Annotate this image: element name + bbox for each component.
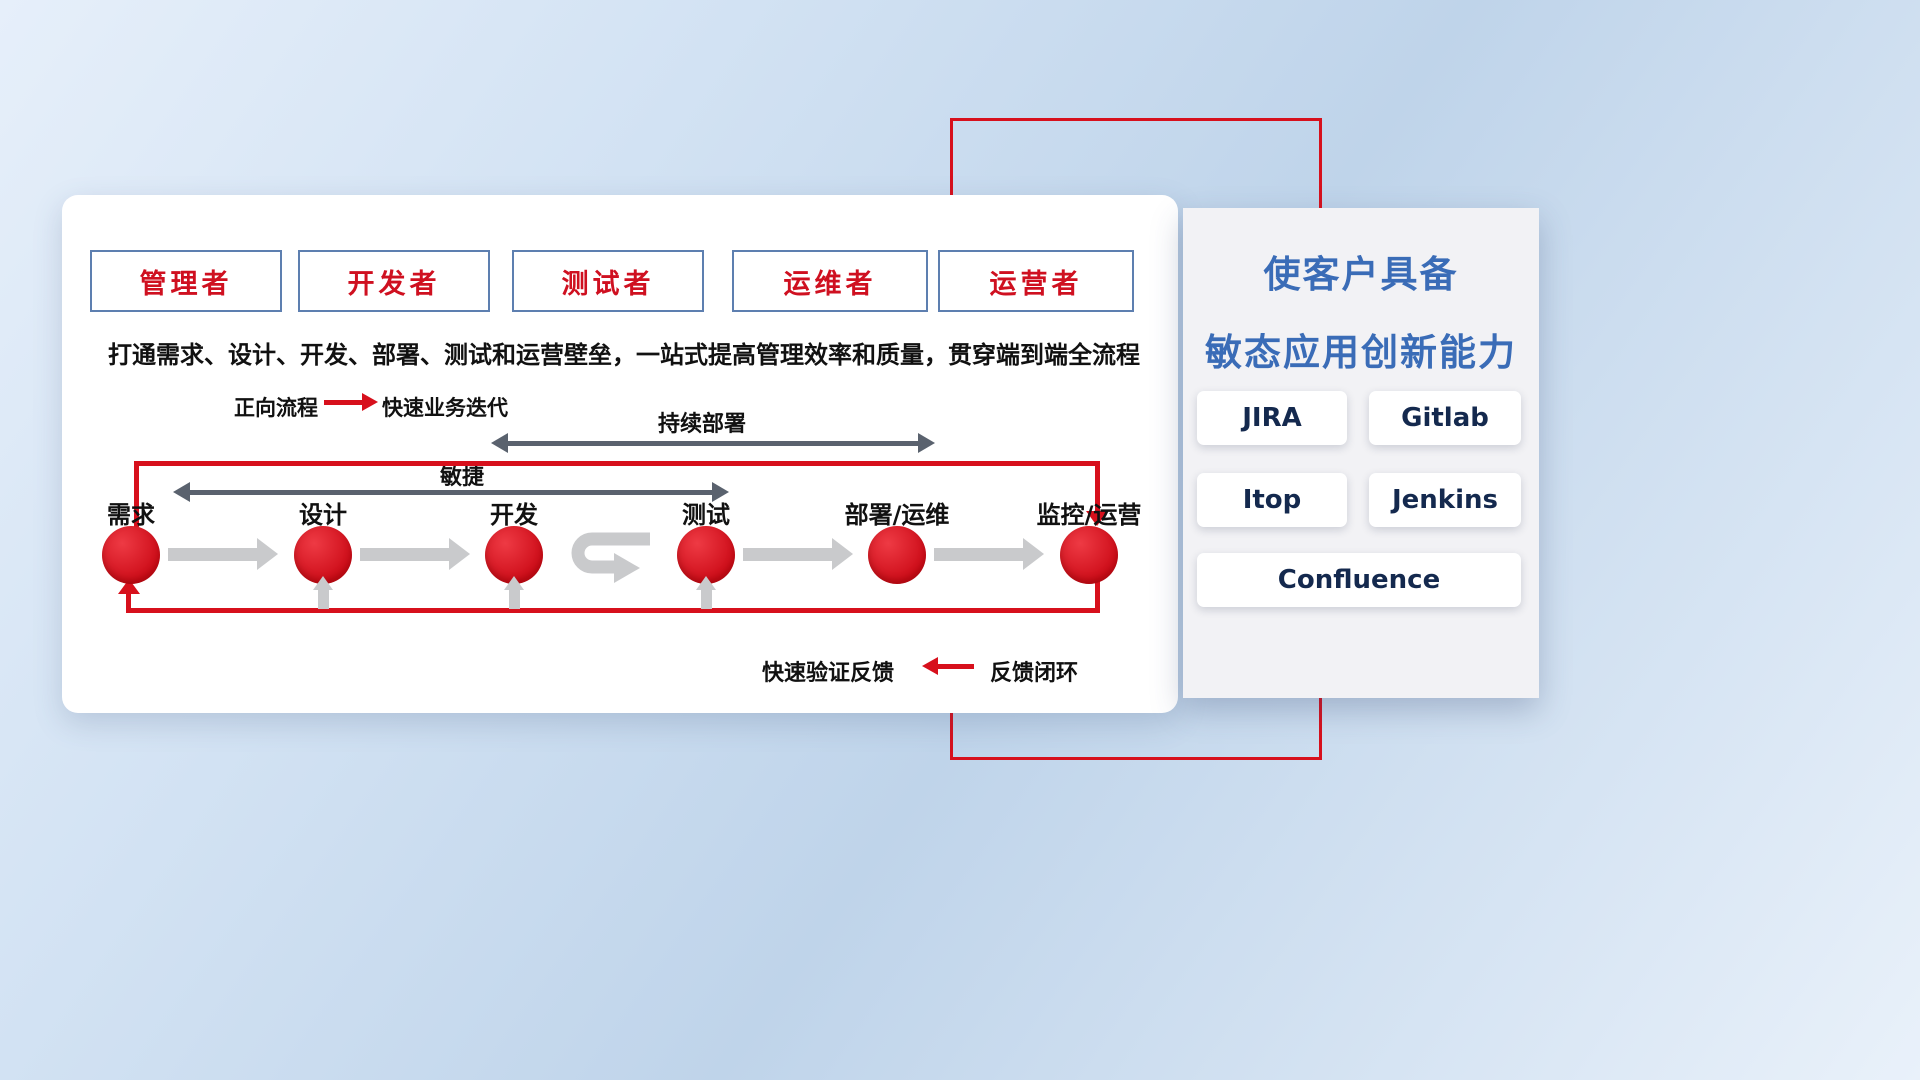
role-box-ops: 运维者 xyxy=(732,250,928,312)
role-box-operator: 运营者 xyxy=(938,250,1134,312)
forward-arrow-icon xyxy=(324,393,378,411)
node-circle-design xyxy=(294,526,352,584)
node-circle-deploy-ops xyxy=(868,526,926,584)
side-panel-title-line2: 敏态应用创新能力 xyxy=(1205,331,1517,374)
node-circle-develop xyxy=(485,526,543,584)
loop-top-line xyxy=(134,461,1100,466)
subtitle: 打通需求、设计、开发、部署、测试和运营壁垒，一站式提高管理效率和质量，贯穿端到端… xyxy=(108,341,1140,369)
span-agile-label: 敏捷 xyxy=(439,465,484,490)
loop-right-drop-line xyxy=(1095,581,1100,611)
legend-forward-desc: 快速业务迭代 xyxy=(382,396,508,420)
tool-button-itop: Itop xyxy=(1197,473,1347,527)
tool-button-gitlab: Gitlab xyxy=(1369,391,1521,445)
side-panel: 使客户具备 敏态应用创新能力 JIRA Gitlab Itop Jenkins … xyxy=(1183,208,1539,698)
iterate-loop-icon xyxy=(571,532,650,583)
loop-bottom-line xyxy=(126,608,1100,613)
role-label: 测试者 xyxy=(561,268,655,300)
feedback-up-arrow-icon xyxy=(696,576,716,609)
tool-button-jira: JIRA xyxy=(1197,391,1347,445)
role-box-tester: 测试者 xyxy=(512,250,704,312)
agile-double-arrow-icon xyxy=(173,482,729,502)
legend-feedback-desc: 反馈闭环 xyxy=(990,661,1079,686)
node-label-test: 测试 xyxy=(682,501,730,529)
role-label: 运维者 xyxy=(783,268,877,300)
main-card: 管理者 开发者 测试者 运维者 运营者 打通需求、设计、开发、部署、测试和运营壁… xyxy=(62,195,1178,713)
node-label-monitor: 监控/运营 xyxy=(1036,501,1142,529)
flow-arrow-icon xyxy=(934,538,1044,570)
role-box-developer: 开发者 xyxy=(298,250,490,312)
tool-button-jenkins: Jenkins xyxy=(1369,473,1521,527)
feedback-arrow-icon xyxy=(922,657,974,675)
node-label-design: 设计 xyxy=(299,501,347,529)
legend-feedback-label: 快速验证反馈 xyxy=(762,661,895,686)
flow-arrow-icon xyxy=(360,538,470,570)
legend-forward-label: 正向流程 xyxy=(234,396,318,420)
feedback-up-arrow-icon xyxy=(313,576,333,609)
loop-right-down-line xyxy=(1095,461,1100,513)
loop-left-rise-line xyxy=(126,593,131,611)
loop-down-arrowhead-icon xyxy=(1086,511,1108,526)
node-label-requirement: 需求 xyxy=(107,501,155,529)
node-label-develop: 开发 xyxy=(490,501,538,529)
role-label: 开发者 xyxy=(347,268,441,300)
role-box-manager: 管理者 xyxy=(90,250,282,312)
span-deploy-label: 持续部署 xyxy=(657,412,746,437)
node-label-deploy-ops: 部署/运维 xyxy=(844,501,950,529)
flow-arrow-icon xyxy=(743,538,853,570)
deploy-double-arrow-icon xyxy=(491,433,935,453)
node-circle-requirement xyxy=(102,526,160,584)
feedback-up-arrow-icon xyxy=(504,576,524,609)
loop-left-up-line xyxy=(134,461,139,527)
role-label: 管理者 xyxy=(139,268,233,300)
flow-arrow-icon xyxy=(168,538,278,570)
tool-button-confluence: Confluence xyxy=(1197,553,1521,607)
node-circle-test xyxy=(677,526,735,584)
node-circle-monitor xyxy=(1060,526,1118,584)
role-label: 运营者 xyxy=(989,268,1083,300)
side-panel-title-line1: 使客户具备 xyxy=(1263,253,1459,296)
